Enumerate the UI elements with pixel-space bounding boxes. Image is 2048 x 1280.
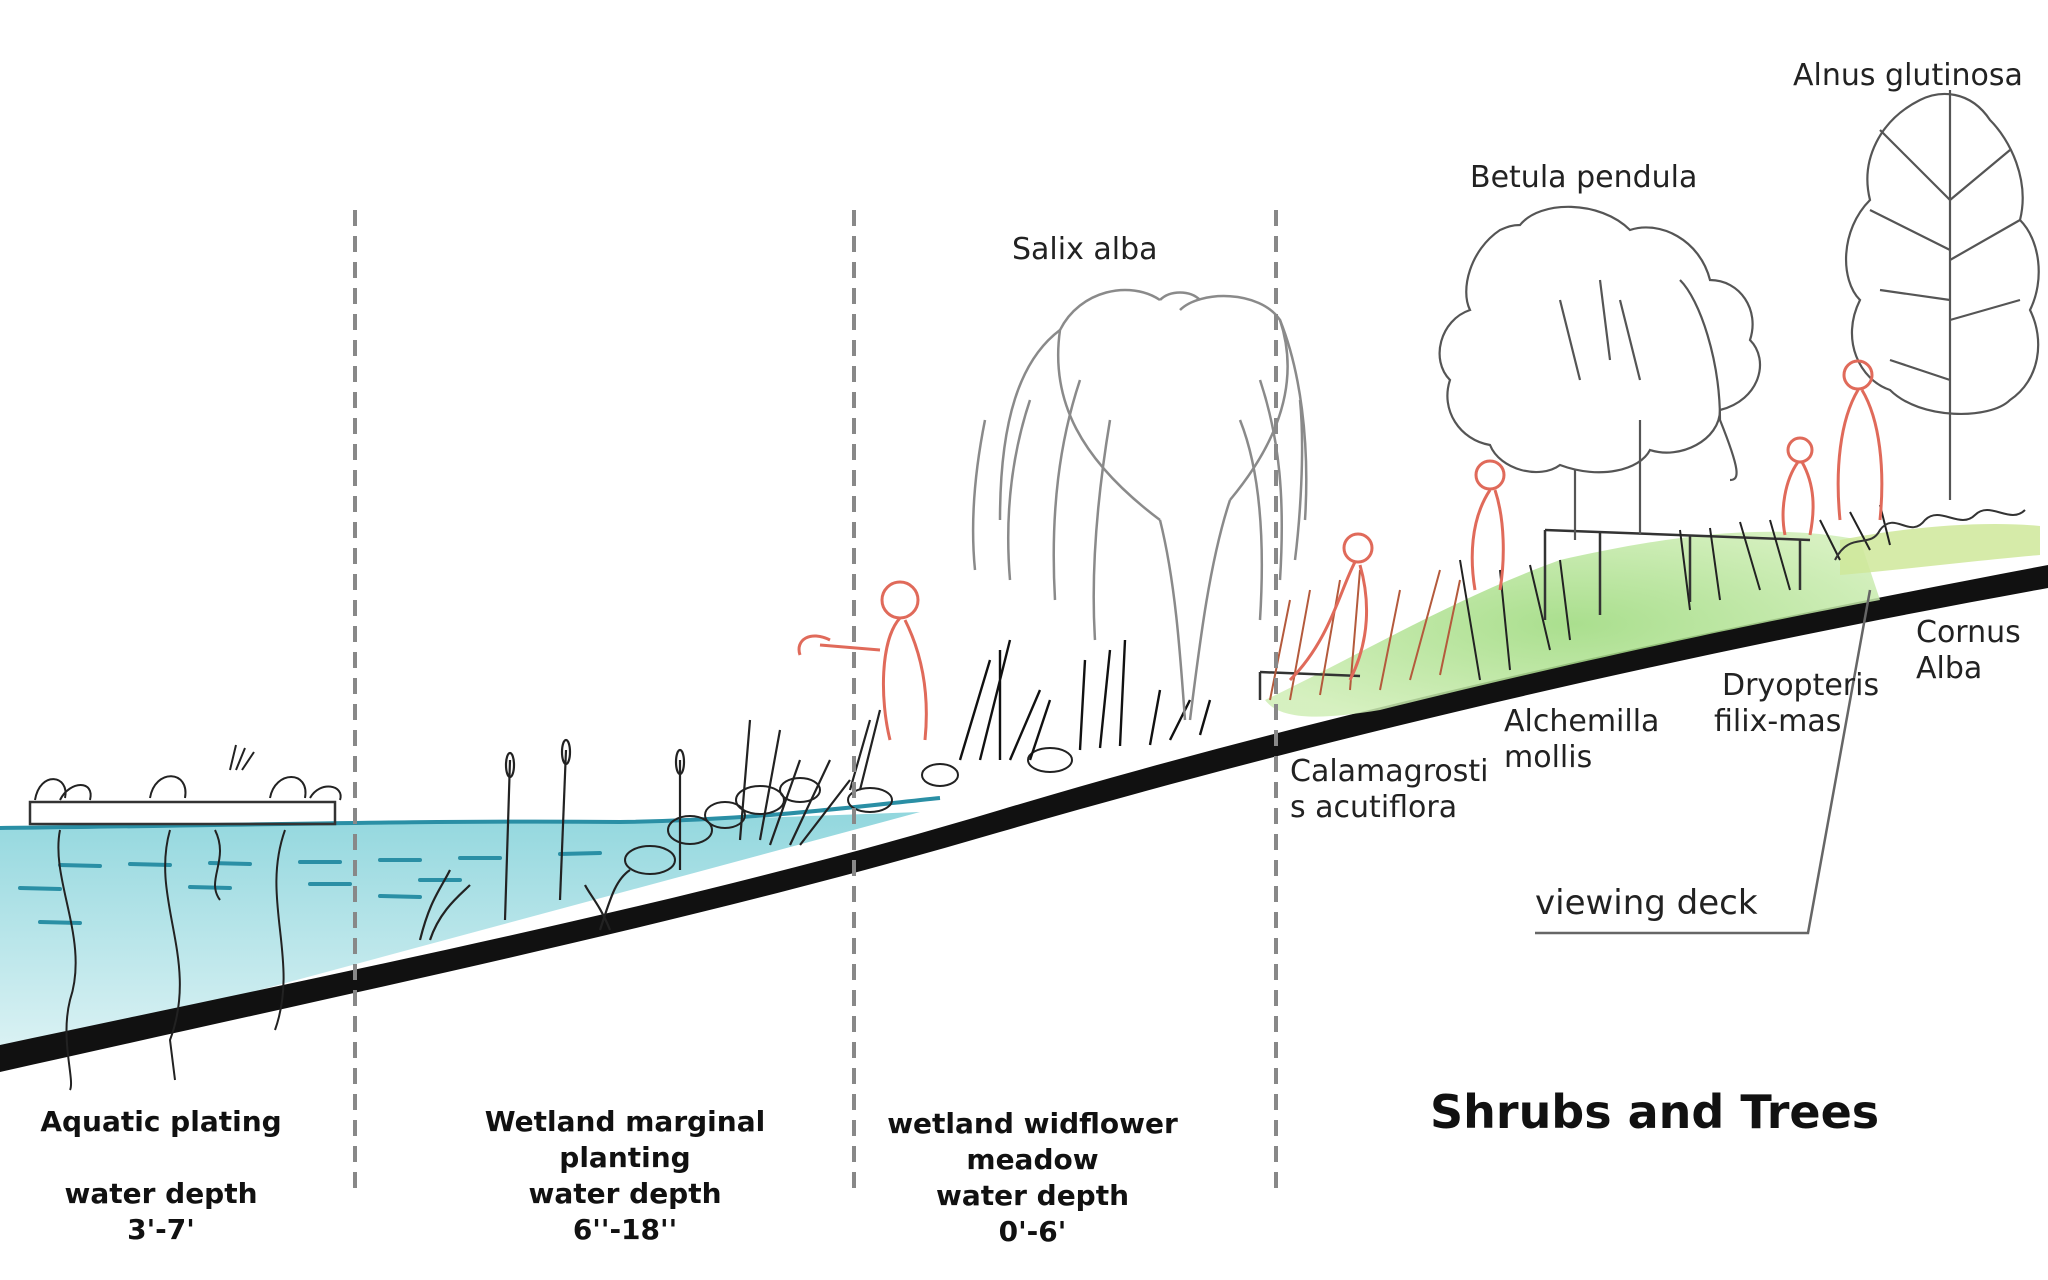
zone-aquatic-line4: 3'-7' [127, 1213, 195, 1246]
label-calamagrostis-1: Calamagrosti [1290, 754, 1489, 789]
aquatic-plants [34, 744, 342, 1091]
zone-meadow-line4: 0'-6' [998, 1215, 1067, 1248]
label-salix-alba: Salix alba [1012, 232, 1158, 267]
shrub-strokes [1459, 504, 1891, 681]
zone-meadow-line3: water depth [935, 1179, 1130, 1212]
marginal-plants [418, 709, 882, 941]
zone-dividers [353, 210, 1278, 1190]
zone-aquatic-line2 [20, 1140, 302, 1176]
zone-meadow-line1: wetland widflower [887, 1107, 1178, 1140]
zone-marginal-line3: water depth [528, 1177, 722, 1210]
zone-marginal-line1: Wetland marginal [484, 1105, 766, 1138]
viewing-deck-leader [1535, 589, 1872, 935]
water-dashes [18, 851, 602, 925]
shrubs-trees-title: Shrubs and Trees [1430, 1085, 1880, 1139]
label-calamagrostis-2: s acutiflora [1290, 790, 1458, 825]
water-surface-line [0, 796, 941, 830]
cornus-green [1840, 523, 2040, 575]
label-viewing-deck: viewing deck [1535, 883, 1758, 923]
label-alchemilla-1: Alchemilla [1504, 704, 1660, 739]
zone-aquatic: Aquatic plating water depth 3'-7' [20, 1104, 302, 1248]
shore-rocks [624, 747, 1073, 875]
zone-wetland-meadow: wetland widflower meadow water depth 0'-… [870, 1106, 1195, 1250]
zone-aquatic-line1: Aquatic plating [40, 1105, 282, 1138]
label-alchemilla-2: mollis [1504, 740, 1593, 775]
shrub-planting-green [1265, 531, 1880, 717]
zone-wetland-marginal: Wetland marginal planting water depth 6'… [440, 1104, 810, 1248]
zone-marginal-line2: planting [559, 1141, 691, 1174]
salix-tree [971, 288, 1308, 721]
cornus-coil [1834, 509, 2026, 561]
label-cornus-1: Cornus [1916, 615, 2021, 650]
alnus-tree [1844, 90, 2040, 500]
zone-meadow-line2: meadow [966, 1143, 1099, 1176]
label-cornus-2: Alba [1916, 651, 1983, 686]
red-grass [1269, 569, 1461, 701]
floating-planter [28, 800, 337, 826]
viewing-deck [1258, 528, 1811, 700]
label-alnus-glutinosa: Alnus glutinosa [1793, 58, 2023, 93]
label-dryopteris-2: filix-mas [1714, 704, 1842, 739]
meadow-plants [958, 639, 1212, 761]
betula-tree [1438, 205, 1762, 540]
ground-slope [0, 565, 2048, 1072]
zone-aquatic-line3: water depth [64, 1177, 258, 1210]
zone-marginal-line4: 6''-18'' [572, 1213, 678, 1246]
label-betula-pendula: Betula pendula [1470, 160, 1698, 195]
human-figures [797, 359, 1884, 741]
label-dryopteris-1: Dryopteris [1722, 668, 1880, 703]
